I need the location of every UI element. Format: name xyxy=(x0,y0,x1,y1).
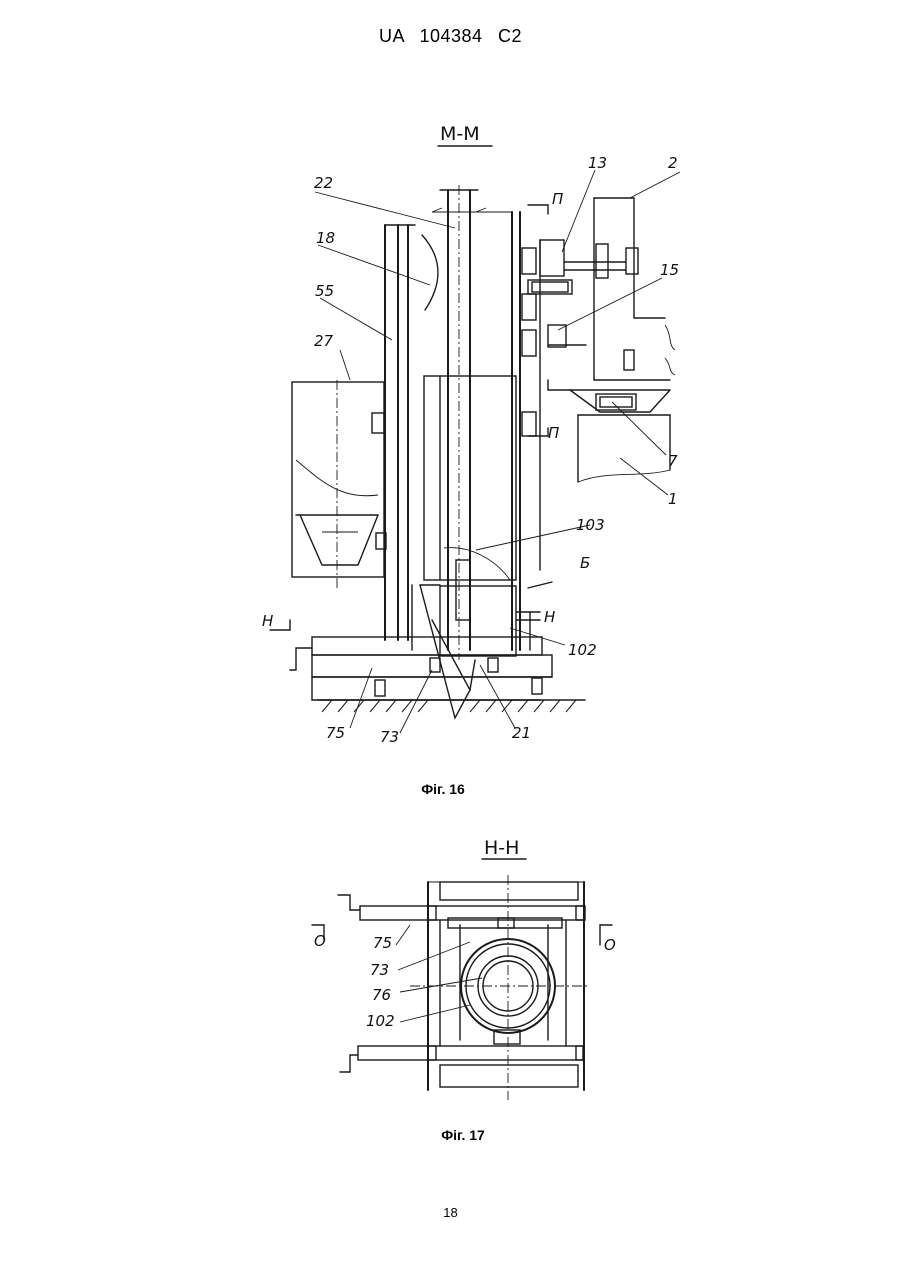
fig16-caption: Фіг. 16 xyxy=(383,781,503,797)
fig16-label-18: 18 xyxy=(316,229,335,247)
figure-17-drawing: Н-Н xyxy=(312,837,616,1100)
fig17-label-O-right: О xyxy=(604,936,616,954)
fig16-label-75: 75 xyxy=(326,724,345,742)
fig16-label-73: 73 xyxy=(380,728,399,746)
fig17-caption: Фіг. 17 xyxy=(403,1127,523,1143)
page-number: 18 xyxy=(0,1205,901,1220)
fig16-label-7: 7 xyxy=(668,452,678,470)
fig16-label-102: 102 xyxy=(568,641,597,659)
fig16-label-B: Б xyxy=(580,554,590,572)
fig16-label-2: 2 xyxy=(668,154,678,172)
fig16-label-21: 21 xyxy=(512,724,531,742)
fig16-label-P-bottom: П xyxy=(548,424,559,442)
fig16-label-55: 55 xyxy=(315,282,334,300)
fig17-label-75: 75 xyxy=(373,934,392,952)
fig17-section-title: Н-Н xyxy=(484,837,519,859)
fig16-label-27: 27 xyxy=(314,332,334,350)
fig16-label-H-right: Н xyxy=(544,608,555,626)
figure-16-drawing: М-М xyxy=(262,123,680,746)
fig16-label-15: 15 xyxy=(660,261,679,279)
fig16-label-103: 103 xyxy=(576,516,605,534)
fig16-label-13: 13 xyxy=(588,154,607,172)
fig16-section-title: М-М xyxy=(440,123,480,145)
fig16-label-22: 22 xyxy=(314,174,333,192)
fig17-label-102: 102 xyxy=(366,1012,395,1030)
fig16-label-P-top: П xyxy=(552,190,563,208)
fig16-label-H-left: Н xyxy=(262,612,273,630)
fig17-label-73: 73 xyxy=(370,961,389,979)
fig17-label-O-left: О xyxy=(314,932,326,950)
fig17-label-76: 76 xyxy=(372,986,391,1004)
fig16-label-1: 1 xyxy=(668,490,678,508)
